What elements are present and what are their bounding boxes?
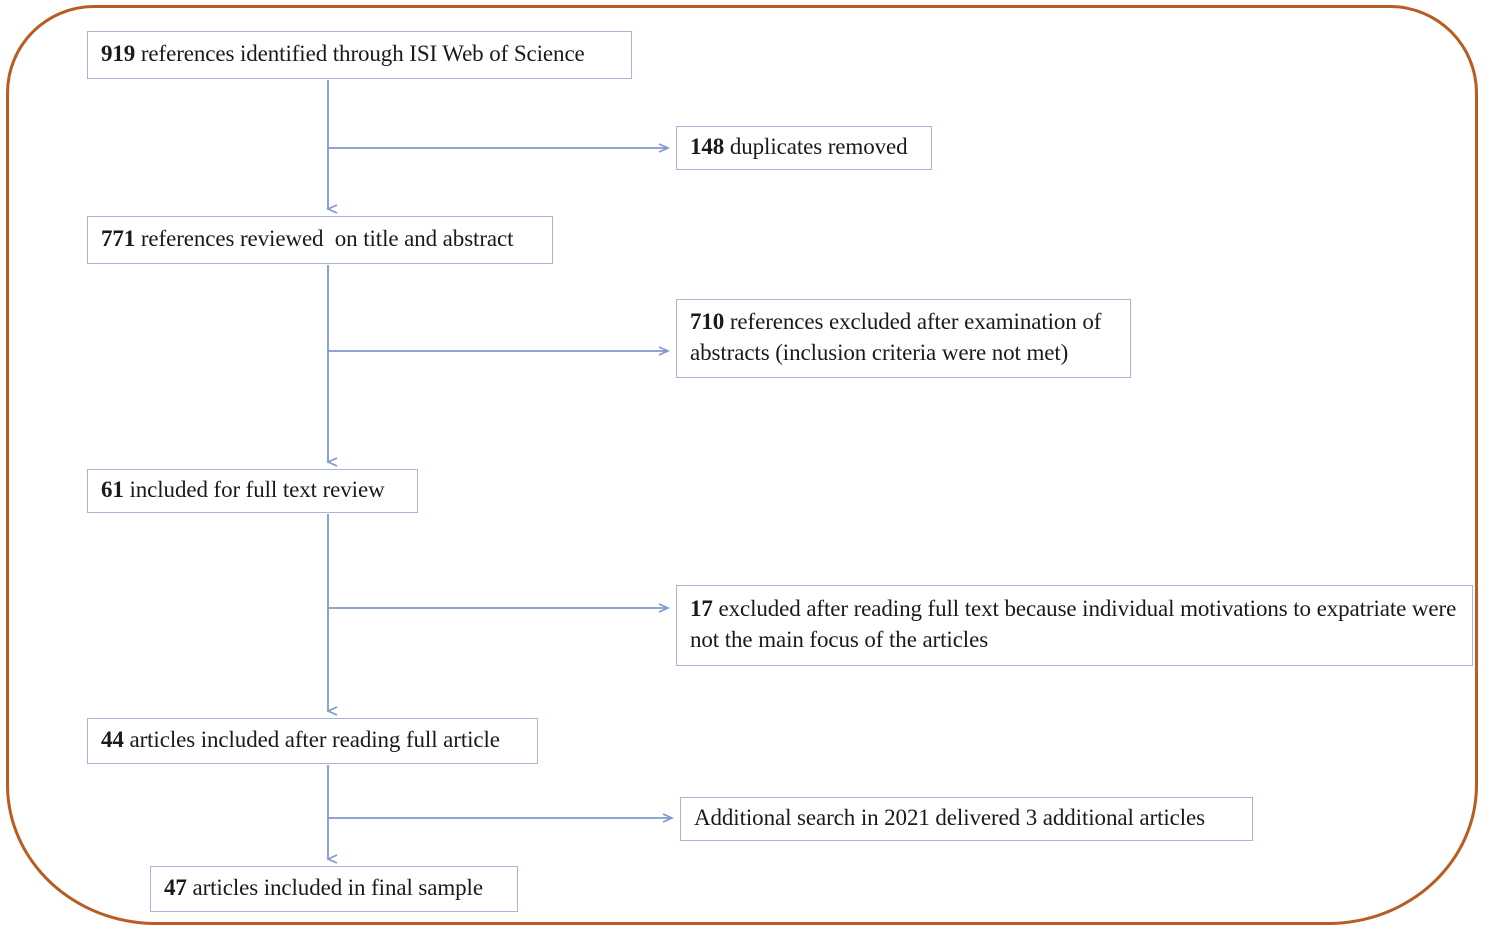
node-text: 148 duplicates removed: [690, 133, 908, 159]
node-articles-included-after-reading: 44 articles included after reading full …: [87, 718, 538, 764]
node-included-full-text-review: 61 included for full text review: [87, 469, 418, 513]
node-count: 148: [690, 133, 725, 159]
node-text: 47 articles included in final sample: [164, 874, 483, 900]
node-text: 771 references reviewed on title and abs…: [101, 225, 514, 251]
node-count: 710: [690, 309, 725, 335]
node-text: 61 included for full text review: [101, 476, 385, 502]
node-additional-search: Additional search in 2021 delivered 3 ad…: [680, 797, 1253, 841]
node-count: 44: [101, 726, 124, 752]
node-count: 17: [690, 596, 713, 622]
node-articles-final-sample: 47 articles included in final sample: [150, 866, 518, 912]
node-excluded-after-abstracts: 710 references excluded after examinatio…: [676, 299, 1131, 378]
node-text: 44 articles included after reading full …: [101, 726, 500, 752]
node-count: 47: [164, 874, 187, 900]
node-duplicates-removed: 148 duplicates removed: [676, 126, 932, 170]
node-references-identified: 919 references identified through ISI We…: [87, 31, 632, 79]
node-text: 17 excluded after reading full text beca…: [690, 596, 1462, 652]
node-references-reviewed: 771 references reviewed on title and abs…: [87, 216, 553, 264]
node-text: 710 references excluded after examinatio…: [690, 309, 1107, 365]
node-count: 61: [101, 476, 124, 502]
node-count: 919: [101, 40, 136, 66]
node-text: 919 references identified through ISI We…: [101, 40, 585, 66]
node-count: 771: [101, 225, 136, 251]
node-excluded-after-full-text: 17 excluded after reading full text beca…: [676, 585, 1473, 666]
node-text: Additional search in 2021 delivered 3 ad…: [694, 804, 1206, 830]
